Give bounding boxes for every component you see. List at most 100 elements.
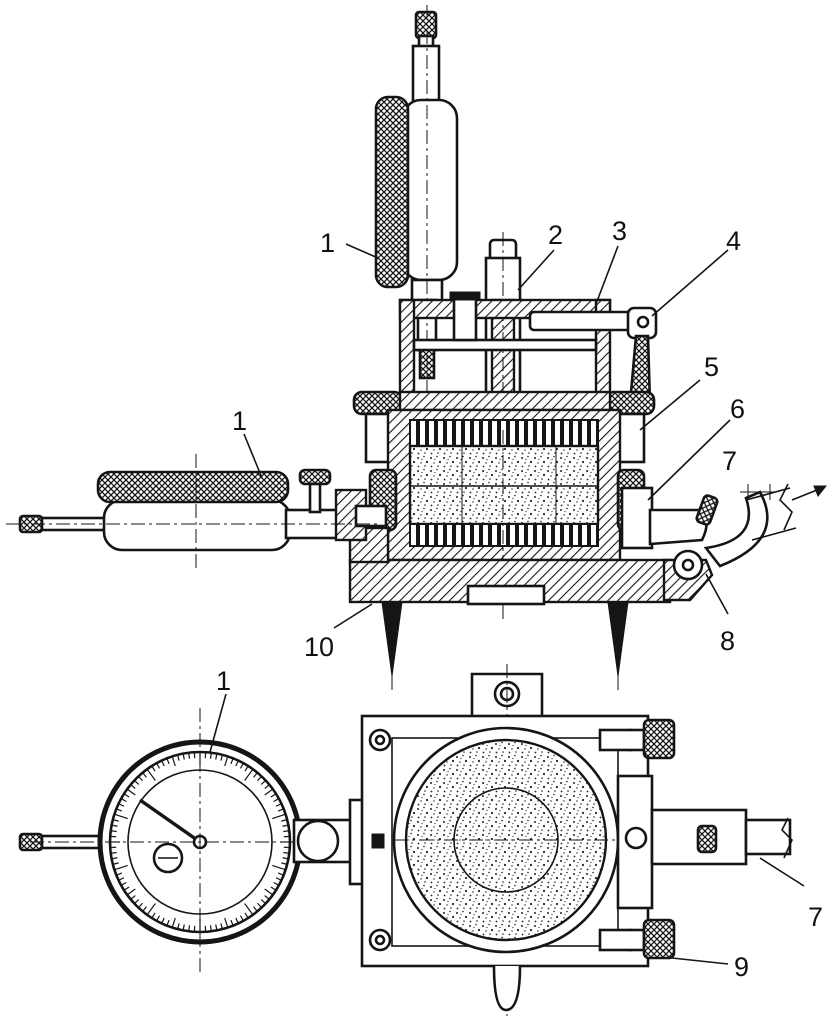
callout-1-plan: 1 [216, 666, 231, 696]
dial-tick [112, 819, 119, 822]
dial-tick [244, 912, 249, 919]
dial-tick [111, 857, 118, 860]
dial-tick [281, 862, 288, 865]
section-view [6, 5, 828, 690]
dial-tick [264, 888, 274, 896]
dial-tick [264, 788, 274, 796]
dial-tick [118, 877, 125, 881]
dial-tick [166, 758, 170, 765]
dial-tick [273, 798, 280, 803]
dial-tick [156, 915, 161, 922]
dial-tick [244, 903, 254, 916]
dial-tick [239, 915, 244, 922]
dial-tick [239, 762, 244, 769]
dial-tick [215, 753, 218, 760]
dial-tick [282, 824, 289, 827]
knurled-screws [598, 718, 676, 960]
dial-tick [116, 808, 123, 812]
dial-tick [282, 857, 289, 860]
dial-tick [281, 819, 288, 822]
callout-1-top: 1 [320, 228, 335, 258]
dial-tick [272, 813, 286, 820]
dial-tick [130, 784, 136, 789]
dial-tick [171, 756, 176, 767]
dial-tick [110, 830, 117, 833]
dial-tick [133, 899, 140, 905]
dial-tick [244, 768, 254, 781]
dial-tick [120, 881, 127, 886]
dial-tick [220, 923, 223, 930]
vertical-dial-indicator [374, 5, 459, 392]
dial-tick [156, 762, 161, 769]
dial-tick [177, 754, 180, 761]
dial-tick [114, 813, 128, 820]
dial-tick [244, 765, 249, 772]
push-rod-plan [616, 774, 793, 910]
dial-tick [133, 779, 140, 785]
dial-tick [110, 851, 117, 854]
dial-tick [146, 903, 156, 916]
dial-tick [120, 798, 127, 803]
dial-tick [177, 923, 180, 930]
dial-tick [161, 760, 165, 767]
dial-tick [137, 902, 143, 909]
dial-tick [209, 752, 212, 759]
callout-7-plan: 7 [808, 902, 823, 932]
dial-tick [151, 765, 156, 772]
dial-tick [257, 775, 263, 782]
dial-tick [264, 784, 270, 789]
dial-tick [260, 899, 267, 905]
callout-2: 2 [548, 220, 563, 250]
frame-upper [398, 291, 638, 422]
dial-tick [253, 906, 258, 912]
dial-tick [161, 917, 165, 924]
callout-10: 10 [304, 632, 334, 662]
dial-tick [273, 881, 280, 886]
callout-numbers: 1 2 3 4 1 5 6 7 8 10 1 7 9 [216, 216, 823, 982]
horizontal-dial-indicator [6, 454, 388, 570]
push-rod [648, 483, 828, 568]
dial-tick [126, 788, 136, 796]
dial-tick [151, 912, 156, 919]
dial-tick [283, 830, 290, 833]
dial-gauge-face [18, 708, 350, 974]
dial-tick [137, 775, 143, 782]
dial-tick [118, 803, 125, 807]
dial-tick [275, 803, 282, 807]
dial-tick [235, 760, 239, 767]
dial-tick [257, 902, 263, 909]
dial-tick [182, 753, 185, 760]
callout-9: 9 [734, 952, 749, 982]
dial-tick [277, 808, 284, 812]
callout-8: 8 [720, 626, 735, 656]
dial-tick [166, 919, 170, 926]
dial-tick [123, 886, 130, 891]
dial-tick [215, 924, 218, 931]
specimen-cell [386, 390, 622, 620]
dial-tick [111, 824, 118, 827]
dial-tick [126, 888, 136, 896]
dial-tick [275, 877, 282, 881]
dial-tick [220, 754, 223, 761]
callout-4: 4 [726, 226, 741, 256]
dial-tick [209, 925, 212, 932]
dial-tick [130, 895, 136, 900]
dial-tick [171, 917, 176, 928]
dial-tick [283, 851, 290, 854]
dial-tick [272, 864, 286, 871]
dial-tick [230, 919, 234, 926]
dial-tick [146, 768, 156, 781]
base-plate [348, 526, 714, 690]
callout-3: 3 [612, 216, 627, 246]
dial-tick [142, 772, 147, 778]
dial-tick [123, 793, 130, 798]
callout-1-side: 1 [232, 406, 247, 436]
dial-tick [224, 756, 229, 767]
dial-tick [224, 917, 229, 928]
body-frame [360, 714, 650, 1012]
dial-tick [253, 772, 258, 778]
dial-tick [142, 906, 147, 912]
leader-lines [209, 243, 805, 965]
dial-tick [116, 872, 123, 876]
